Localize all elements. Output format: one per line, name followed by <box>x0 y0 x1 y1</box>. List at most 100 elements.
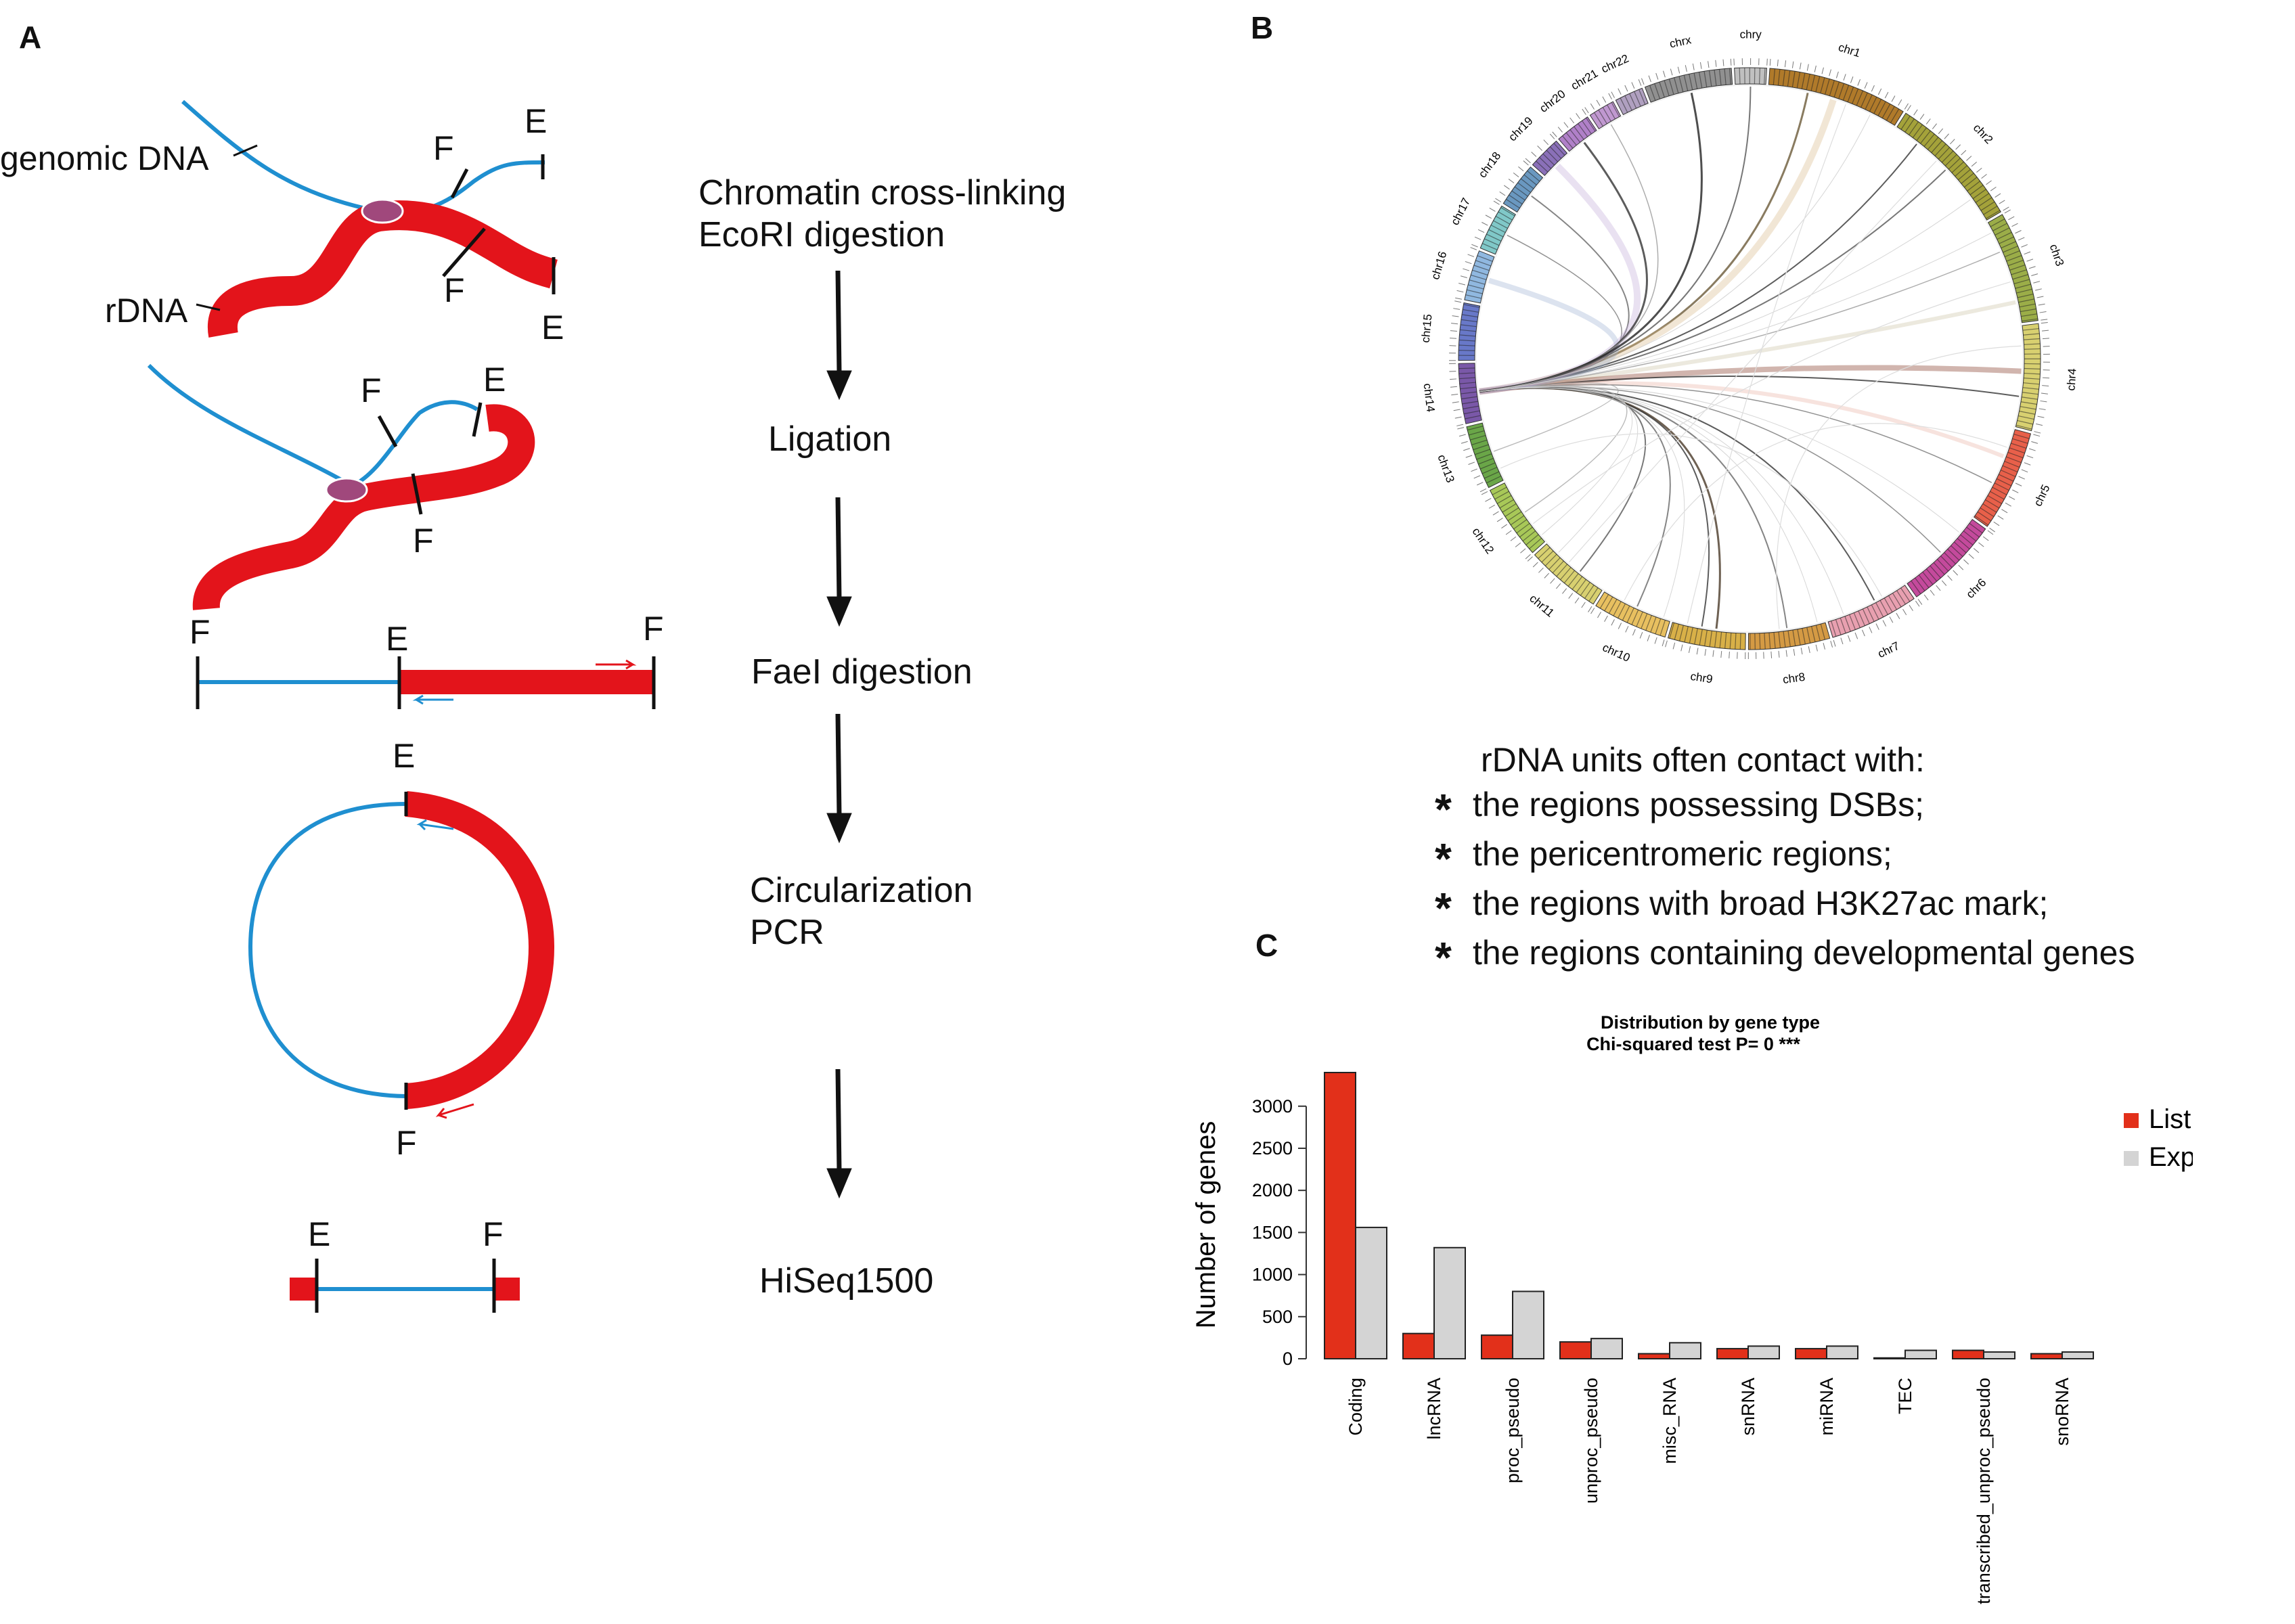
axis-tick <box>1631 82 1635 89</box>
cytoband-stripe <box>1517 182 1532 193</box>
cytoband-stripe <box>1961 173 1974 184</box>
chromosome-label: chr14 <box>1421 382 1438 413</box>
contact-link <box>1479 385 1628 513</box>
cytoband-stripe <box>1664 80 1670 96</box>
rdna-end-left-5 <box>290 1278 318 1301</box>
cytoband-stripe <box>1966 526 1980 538</box>
axis-tick <box>1590 608 1595 614</box>
cytoband-stripe <box>1729 68 1731 85</box>
axis-tick <box>1451 323 1458 325</box>
genomic-dna-strand-1 <box>181 99 545 215</box>
axis-tick <box>1981 174 1987 179</box>
axis-tick <box>1869 627 1873 633</box>
primer-arrow-red-3 <box>596 659 637 670</box>
axis-tick <box>1982 536 1989 541</box>
chromosome-band-chr17 <box>1479 205 1517 255</box>
axis-tick <box>2034 288 2042 291</box>
cytoband-stripe <box>2022 318 2038 322</box>
axis-tick <box>1454 416 1462 419</box>
cytoband-stripe <box>1594 112 1603 127</box>
axis-tick <box>2042 338 2050 340</box>
cytoband-stripe <box>1463 304 1480 309</box>
cytoband-stripe <box>1523 174 1537 185</box>
cytoband-stripe <box>1871 604 1879 620</box>
axis-tick <box>1611 619 1615 626</box>
cytoband-stripe <box>1689 627 1693 644</box>
legend-swatch-expected <box>2124 1151 2139 1166</box>
axis-tick <box>1596 99 1601 106</box>
cytoband-stripe <box>2005 456 2022 464</box>
cytoband-stripe <box>2021 313 2037 317</box>
cytoband-stripe <box>1997 231 2012 240</box>
cytoband-stripe <box>1629 93 1637 109</box>
axis-tick <box>2034 431 2041 434</box>
cytoband-stripe <box>1714 631 1718 648</box>
bar-expected-proc_pseudo <box>1512 1290 1544 1359</box>
cytoband-stripe <box>1869 96 1877 112</box>
axis-tick <box>1923 594 1929 601</box>
axis-tick <box>2004 209 2011 214</box>
cytoband-stripe <box>1634 91 1641 107</box>
axis-tick <box>1531 152 1537 157</box>
axis-tick <box>1799 62 1802 70</box>
cytoband-stripe <box>1990 218 2005 227</box>
cytoband-stripe <box>1567 573 1579 587</box>
cytoband-stripe <box>1689 74 1693 90</box>
cytoband-stripe <box>1498 211 1513 221</box>
chromosome-label: chr17 <box>1448 196 1473 227</box>
cytoband-stripe <box>1797 629 1801 646</box>
cytoband-stripe <box>1852 88 1859 104</box>
axis-tick <box>1556 583 1561 589</box>
axis-tick <box>2041 319 2048 321</box>
cytoband-stripe <box>1773 68 1776 85</box>
cytoband-stripe <box>1918 574 1930 588</box>
label-f-3b: F <box>643 610 664 648</box>
cytoband-stripe <box>2022 328 2039 331</box>
axis-tick <box>1523 160 1529 166</box>
cytoband-stripe <box>1787 630 1791 647</box>
cytoband-stripe <box>1969 185 1984 196</box>
axis-tick <box>1704 649 1707 656</box>
cytoband-stripe <box>1467 284 1484 290</box>
axis-tick <box>1501 524 1507 528</box>
cytoband-stripe <box>1460 386 1477 390</box>
bar-list-lncRNA <box>1402 1332 1435 1359</box>
axis-tick <box>1936 585 1941 591</box>
notes-title: rDNA units often contact with: <box>1481 741 1925 779</box>
axis-tick <box>1452 401 1459 403</box>
axis-tick <box>1835 71 1839 78</box>
x-tick-label: misc_RNA <box>1659 1378 1680 1464</box>
cytoband-stripe <box>2013 433 2030 439</box>
cytoband-stripe <box>2012 274 2028 280</box>
cytoband-stripe <box>1922 571 1934 585</box>
axis-tick <box>1848 635 1851 642</box>
axis-tick <box>1574 597 1580 604</box>
axis-tick <box>1850 76 1854 83</box>
chromosome-label: chr7 <box>1876 639 1902 660</box>
legend-label-expected: Expected <box>2149 1142 2193 1172</box>
cytoband-stripe <box>1641 613 1648 629</box>
note-item: *the regions possessing DSBs; <box>1435 785 1925 834</box>
bar-list-unproc_pseudo <box>1559 1341 1592 1360</box>
cytoband-stripe <box>1463 410 1480 415</box>
axis-tick <box>1450 330 1457 332</box>
chromosome-band-chr10 <box>1595 591 1670 638</box>
label-f-4: F <box>396 1124 417 1162</box>
cytoband-stripe <box>1522 531 1536 542</box>
axis-tick <box>1458 434 1466 437</box>
cytoband-stripe <box>1947 549 1960 561</box>
cytoband-stripe <box>1602 107 1611 122</box>
axis-tick <box>1467 254 1475 257</box>
bar-expected-miRNA <box>1826 1345 1858 1360</box>
rdna-leader <box>196 303 221 311</box>
x-tick-label: transcribed_unproc_pseudo <box>1974 1378 1994 1604</box>
axis-tick <box>2008 216 2015 221</box>
axis-tick <box>1510 536 1517 541</box>
cytoband-stripe <box>1995 227 2010 235</box>
cytoband-stripe <box>1941 150 1954 163</box>
chart-title: Distribution by gene type <box>1601 1012 1820 1033</box>
cytoband-stripe <box>1967 181 1981 191</box>
axis-tick <box>1608 93 1612 99</box>
crosslink-protein-2 <box>325 477 368 503</box>
cytoband-stripe <box>2022 387 2039 390</box>
